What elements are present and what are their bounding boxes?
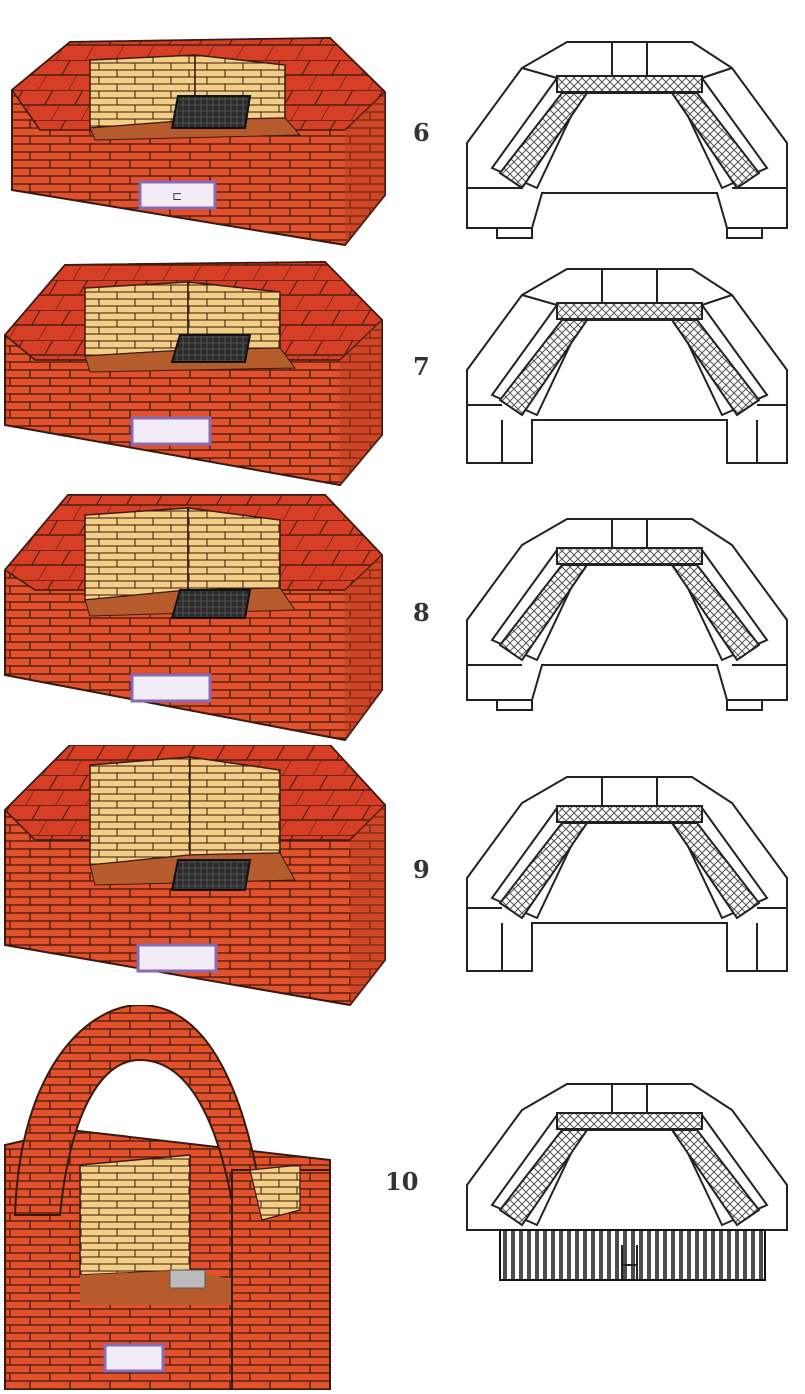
step-row-10: 10 [0,1005,805,1390]
ash-door-icon [130,673,212,703]
step-row-6: ⊏ 6 [0,0,805,250]
stove-illustration-step-8 [0,490,390,745]
grate-icon [170,95,252,129]
step-label: 7 [413,352,430,381]
grate-icon [170,334,252,363]
grate-icon [170,589,252,619]
step-row-7: 7 [0,250,805,490]
masonry-plan-step-10 [462,1080,797,1285]
ash-door-icon [130,416,212,446]
stove-illustration-step-10 [0,1005,340,1390]
grate-icon [170,859,252,891]
ash-door-icon [103,1343,165,1373]
masonry-plan-step-8 [462,515,797,720]
masonry-plan-step-7 [462,265,797,470]
stove-illustration-step-9 [0,745,390,1010]
step-row-8: 8 [0,490,805,745]
stove-illustration-step-7 [0,250,390,490]
ash-door-icon [136,943,218,973]
step-label: 6 [413,118,430,147]
grate-icon [169,1269,206,1289]
masonry-plan-step-9 [462,773,797,978]
svg-text:⊏: ⊏ [172,189,182,203]
step-label: 8 [413,598,430,627]
step-row-9: 9 [0,745,805,1010]
masonry-plan-step-6 [462,38,797,243]
step-label: 10 [385,1167,419,1196]
stove-body: ⊏ [10,36,387,247]
stove-illustration-step-6: ⊏ [0,0,390,250]
ash-door-icon [138,180,217,210]
step-label: 9 [413,855,430,884]
